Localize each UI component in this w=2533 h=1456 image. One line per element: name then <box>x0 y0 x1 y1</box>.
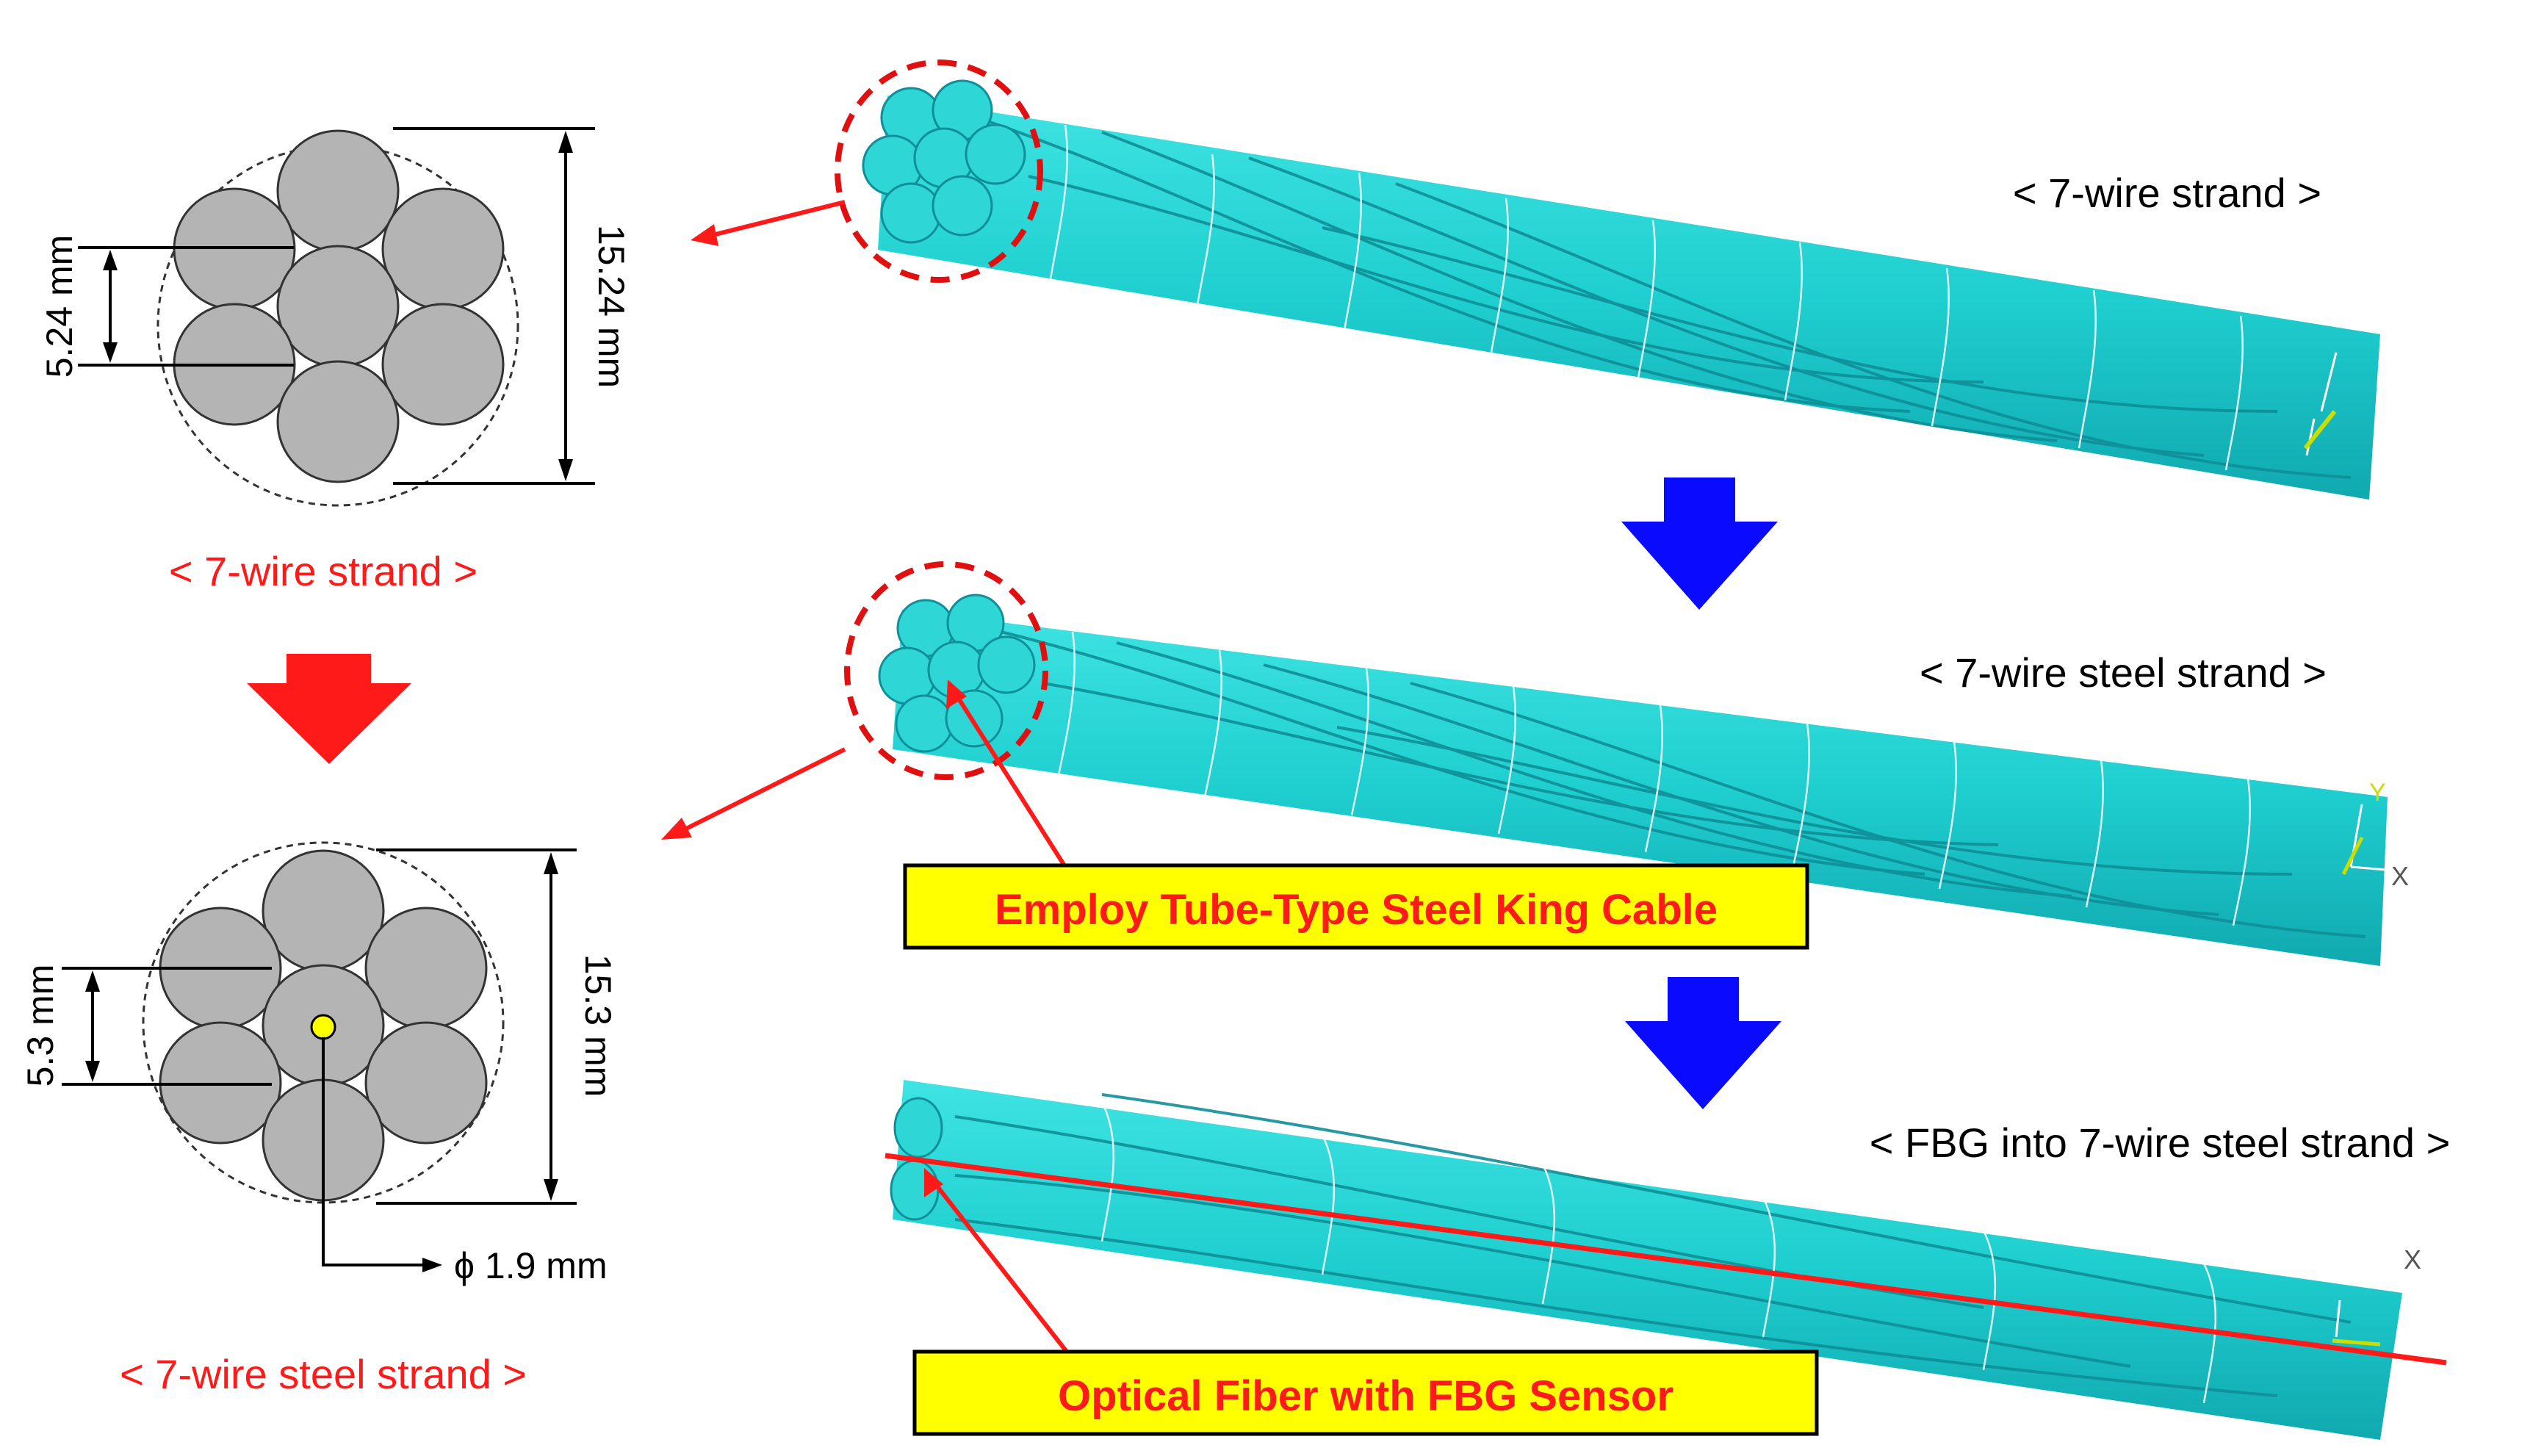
inner-dimension-label: 5.24 mm <box>39 235 80 378</box>
outer-wire <box>364 1021 488 1145</box>
outer-wire <box>364 907 488 1030</box>
optical-fiber-line <box>884 1153 2447 1366</box>
strand-1-label: < 7-wire strand > <box>2013 170 2321 216</box>
outer-wire <box>276 129 400 253</box>
strand-model-1 <box>878 95 2380 500</box>
red-pointer-arrows <box>661 200 846 840</box>
inner-dimension-label: 5.3 mm <box>20 965 61 1087</box>
strand-2-label: < 7-wire steel strand > <box>1920 649 2327 696</box>
inner-dimension-line <box>78 246 294 367</box>
strand-model-2 <box>893 610 2388 966</box>
outer-wire <box>381 303 505 426</box>
highlight-ellipse-2 <box>844 561 1048 780</box>
caption-7-wire-steel-strand: < 7-wire steel strand > <box>120 1351 527 1397</box>
strand-3-label: < FBG into 7-wire steel strand > <box>1870 1120 2451 1166</box>
cross-section-7-wire-steel-strand: ϕ 1.9 mm 5.3 mm 15.3 mm < 7-wire steel s… <box>20 841 619 1397</box>
outer-wire <box>381 187 505 311</box>
axis-triad-1 <box>2305 352 2338 456</box>
callout-box-fbg <box>912 1349 1819 1436</box>
callout-king-cable-text: Employ Tube-Type Steel King Cable <box>995 886 1718 934</box>
axis-y-label: Y <box>2369 779 2386 807</box>
red-down-arrow-icon <box>247 654 411 764</box>
highlight-ellipse-1 <box>835 60 1043 283</box>
callout-box-king-cable <box>903 863 1809 950</box>
axis-x-label: X <box>2391 861 2409 891</box>
inner-dimension-line <box>62 967 272 1086</box>
callout-leader-fbg <box>929 1178 1069 1353</box>
axis-x-label: X <box>2404 1244 2421 1275</box>
blue-down-arrow-icon <box>1621 477 1778 610</box>
optical-fiber-core <box>310 1014 336 1040</box>
strand-2-end-face <box>878 594 1036 753</box>
outer-dimension-label: 15.24 mm <box>591 225 632 388</box>
cross-section-7-wire-strand: 5.24 mm 15.24 mm < 7-wire strand > <box>39 127 632 594</box>
blue-down-arrow-icon <box>1625 977 1781 1109</box>
outer-wire <box>276 360 400 483</box>
axis-triad-3: X <box>2332 1244 2421 1347</box>
fiber-leader-line <box>322 1037 428 1266</box>
fiber-diameter-label: ϕ 1.9 mm <box>454 1245 608 1286</box>
callout-fbg-text: Optical Fiber with FBG Sensor <box>1058 1372 1673 1420</box>
outer-dimension-line <box>393 127 595 485</box>
callout-leader-king-cable <box>951 689 1067 868</box>
outer-wire <box>262 849 385 973</box>
center-wire <box>276 245 400 368</box>
outer-dimension-label: 15.3 mm <box>577 954 619 1098</box>
caption-7-wire-strand: < 7-wire strand > <box>169 548 478 594</box>
strand-1-end-face <box>862 79 1026 244</box>
outer-dimension-line <box>376 848 577 1205</box>
axis-triad-2: Y X <box>2341 779 2409 891</box>
